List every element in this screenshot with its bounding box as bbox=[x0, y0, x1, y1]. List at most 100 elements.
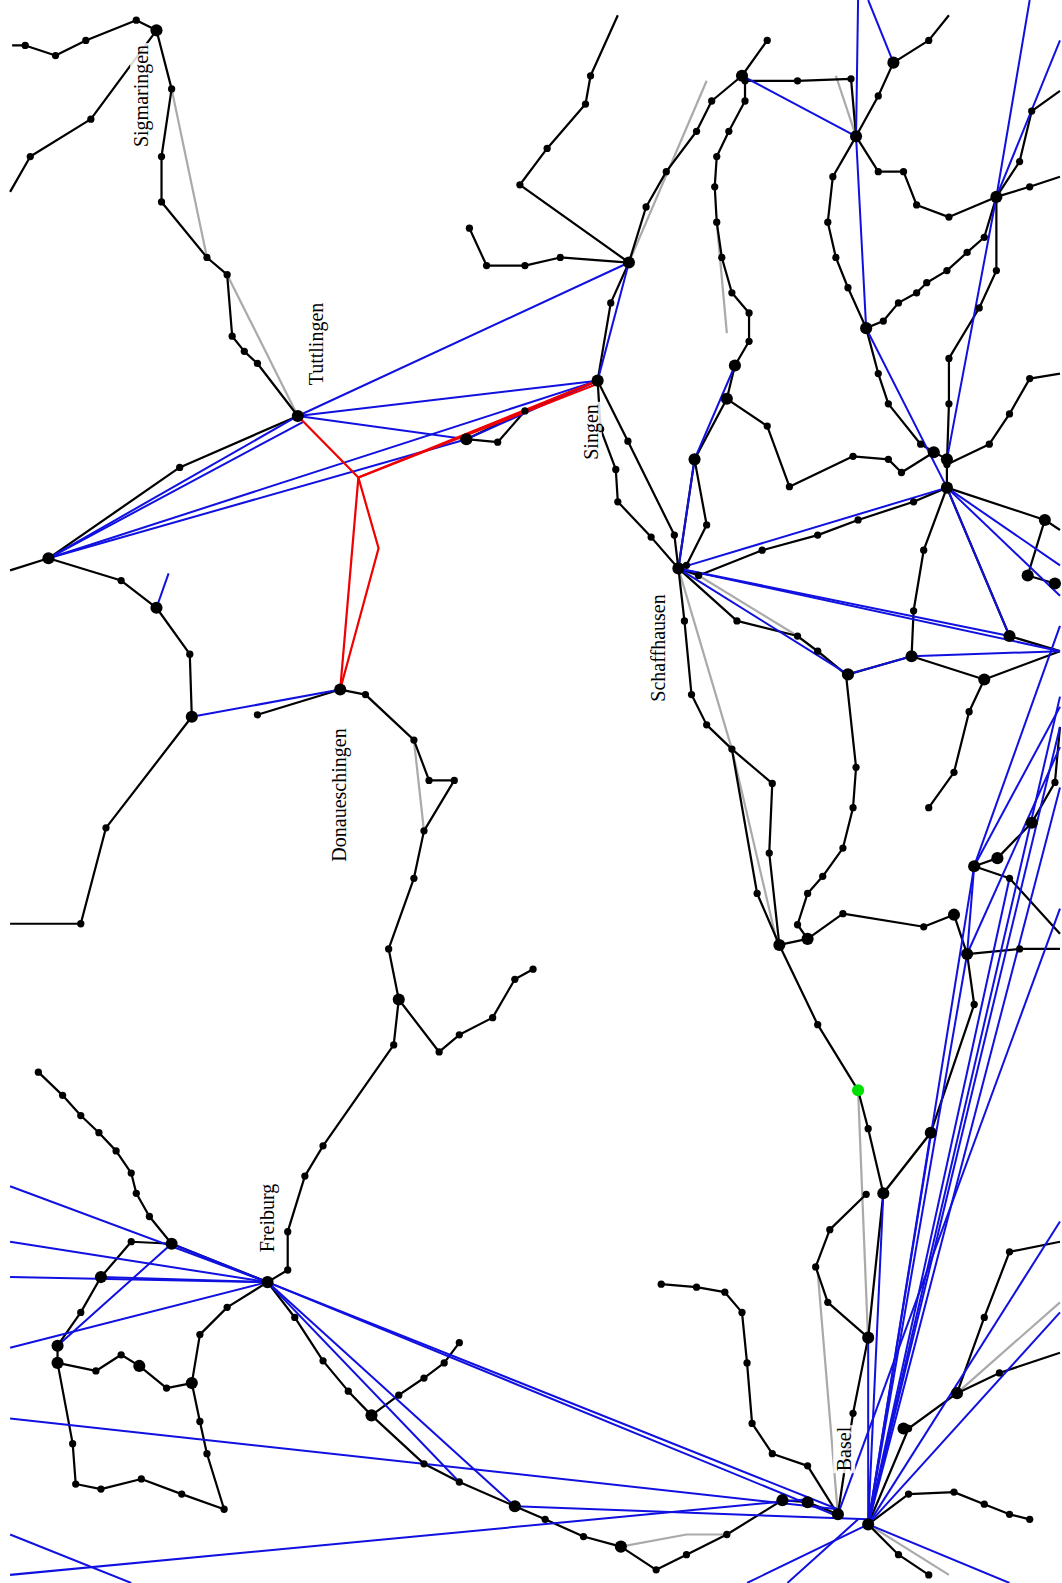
station-dot bbox=[77, 1309, 84, 1316]
station-dot bbox=[794, 77, 801, 84]
city-label: Sigmaringen bbox=[130, 43, 152, 149]
station-dot bbox=[345, 1388, 352, 1395]
station-dot bbox=[203, 1450, 210, 1457]
station-dot bbox=[773, 939, 785, 951]
station-dot bbox=[1006, 875, 1013, 882]
station-dot bbox=[721, 1289, 728, 1296]
station-dot bbox=[745, 309, 752, 316]
station-dot bbox=[557, 254, 564, 261]
station-dot bbox=[920, 547, 927, 554]
station-dot bbox=[362, 691, 369, 698]
station-dot bbox=[592, 375, 604, 387]
station-dot bbox=[607, 299, 614, 306]
station-dot bbox=[420, 1374, 427, 1381]
station-dot bbox=[769, 1450, 776, 1457]
station-dot bbox=[42, 552, 54, 564]
station-dot bbox=[688, 691, 695, 698]
station-dot bbox=[1006, 1511, 1013, 1518]
station-dot bbox=[745, 338, 752, 345]
station-dot bbox=[254, 360, 261, 367]
station-dot bbox=[814, 648, 821, 655]
station-dot bbox=[1003, 630, 1015, 642]
station-dot bbox=[844, 284, 851, 291]
station-dot bbox=[51, 1357, 63, 1369]
station-dot bbox=[509, 1500, 521, 1512]
station-dot bbox=[59, 1092, 66, 1099]
station-dot bbox=[832, 254, 839, 261]
station-dot bbox=[420, 1460, 427, 1467]
station-dot bbox=[839, 844, 846, 851]
station-dot bbox=[713, 219, 720, 226]
station-dot bbox=[802, 933, 814, 945]
station-dot bbox=[624, 438, 631, 445]
station-dot bbox=[1039, 514, 1051, 526]
station-dot bbox=[220, 1506, 227, 1513]
station-dot bbox=[410, 875, 417, 882]
station-dot bbox=[1051, 779, 1058, 786]
station-dot bbox=[516, 181, 523, 188]
station-dot bbox=[385, 945, 392, 952]
station-dot bbox=[436, 1048, 443, 1055]
station-dot bbox=[860, 322, 872, 334]
station-dot bbox=[759, 547, 766, 554]
station-dot bbox=[224, 271, 231, 278]
station-dot bbox=[832, 1508, 844, 1520]
station-dot bbox=[824, 1299, 831, 1306]
station-dot bbox=[150, 24, 162, 36]
station-dot bbox=[1016, 945, 1023, 952]
station-dot bbox=[196, 1418, 203, 1425]
station-dot bbox=[849, 1410, 856, 1417]
station-dot bbox=[1026, 817, 1038, 829]
station-dot bbox=[898, 469, 905, 476]
station-dot bbox=[1022, 569, 1034, 581]
station-dot bbox=[728, 289, 735, 296]
station-dot bbox=[511, 976, 518, 983]
station-dot bbox=[615, 1541, 627, 1553]
station-dot bbox=[920, 923, 927, 930]
station-dot bbox=[1026, 183, 1033, 190]
station-dot bbox=[456, 1478, 463, 1485]
station-dot bbox=[483, 262, 490, 269]
station-dot bbox=[928, 446, 940, 458]
station-dot bbox=[764, 422, 771, 429]
station-dot bbox=[133, 1360, 145, 1372]
station-dot bbox=[764, 37, 771, 44]
station-dot bbox=[769, 780, 776, 787]
station-dot bbox=[319, 1142, 326, 1149]
station-dot bbox=[854, 516, 861, 523]
station-dot bbox=[393, 993, 405, 1005]
station-dot bbox=[913, 201, 920, 208]
station-dot bbox=[1006, 1248, 1013, 1255]
station-dot bbox=[521, 407, 528, 414]
station-dot bbox=[186, 711, 198, 723]
station-dot bbox=[623, 256, 635, 268]
station-dot bbox=[877, 1187, 889, 1199]
station-dot bbox=[794, 921, 801, 928]
red-lines bbox=[298, 381, 598, 690]
station-dot bbox=[97, 1485, 104, 1492]
station-dot bbox=[118, 577, 125, 584]
station-dot bbox=[51, 1340, 63, 1352]
station-dot bbox=[163, 1384, 170, 1391]
station-dot bbox=[118, 1351, 125, 1358]
station-dot bbox=[880, 317, 887, 324]
station-dot bbox=[494, 439, 501, 446]
station-dot bbox=[863, 1191, 870, 1198]
city-label: Singen bbox=[580, 402, 602, 462]
station-dot bbox=[713, 153, 720, 160]
station-dot bbox=[365, 1409, 377, 1421]
station-dot bbox=[683, 1551, 690, 1558]
station-dot bbox=[885, 456, 892, 463]
station-dot bbox=[541, 1516, 548, 1523]
station-dot bbox=[945, 355, 952, 362]
station-dot bbox=[721, 393, 733, 405]
station-dot bbox=[945, 400, 952, 407]
station-dot bbox=[693, 128, 700, 135]
station-dot bbox=[986, 441, 993, 448]
blue-lines bbox=[10, 0, 1060, 1583]
station-dot bbox=[786, 483, 793, 490]
station-dot bbox=[695, 572, 702, 579]
station-dot bbox=[925, 1127, 937, 1139]
station-dot bbox=[913, 289, 920, 296]
station-dot bbox=[410, 736, 417, 743]
